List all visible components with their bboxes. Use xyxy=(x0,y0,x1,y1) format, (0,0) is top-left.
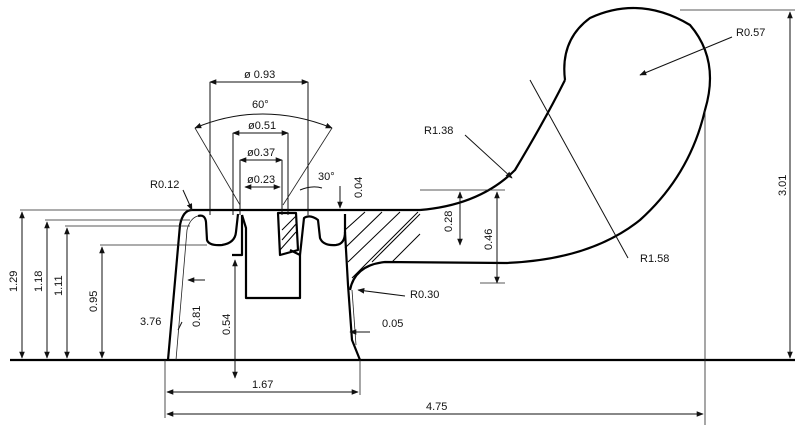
dim-v095: 0.95 xyxy=(88,291,100,312)
dim-v301: 3.01 xyxy=(777,175,789,196)
horizontal-dimensions xyxy=(166,79,704,417)
dim-v376: 3.76 xyxy=(140,316,161,328)
dim-a30: 30° xyxy=(318,171,335,183)
dim-v111: 1.11 xyxy=(53,275,65,296)
vertical-dimensions xyxy=(19,11,793,379)
radius-leaders xyxy=(177,36,733,331)
dim-r158: R1.58 xyxy=(640,253,669,265)
extension-lines xyxy=(20,9,795,425)
dim-d051: ø0.51 xyxy=(248,120,276,132)
dim-r030: R0.30 xyxy=(410,289,439,301)
hatched-section xyxy=(276,211,421,279)
dim-v167: 1.67 xyxy=(252,379,273,391)
dim-v054: 0.54 xyxy=(221,314,233,335)
dim-v046: 0.46 xyxy=(483,229,495,250)
dim-d037: ø0.37 xyxy=(247,147,275,159)
dim-v129: 1.29 xyxy=(8,271,20,292)
dim-r138: R1.38 xyxy=(424,125,453,137)
dim-v028: 0.28 xyxy=(443,211,455,232)
dim-d093: ø 0.93 xyxy=(244,69,275,81)
dim-v475: 4.75 xyxy=(426,401,447,413)
dim-v081: 0.81 xyxy=(191,306,203,327)
dim-d023: ø0.23 xyxy=(247,174,275,186)
dim-v005: 0.05 xyxy=(382,318,403,330)
dim-r057: R0.57 xyxy=(736,27,765,39)
dim-v004: 0.04 xyxy=(353,177,365,198)
angle-marks xyxy=(194,113,333,206)
dim-r012: R0.12 xyxy=(150,179,179,191)
part-outline xyxy=(166,6,712,361)
dim-a60: 60° xyxy=(252,99,269,111)
dim-v118: 1.18 xyxy=(33,271,45,292)
